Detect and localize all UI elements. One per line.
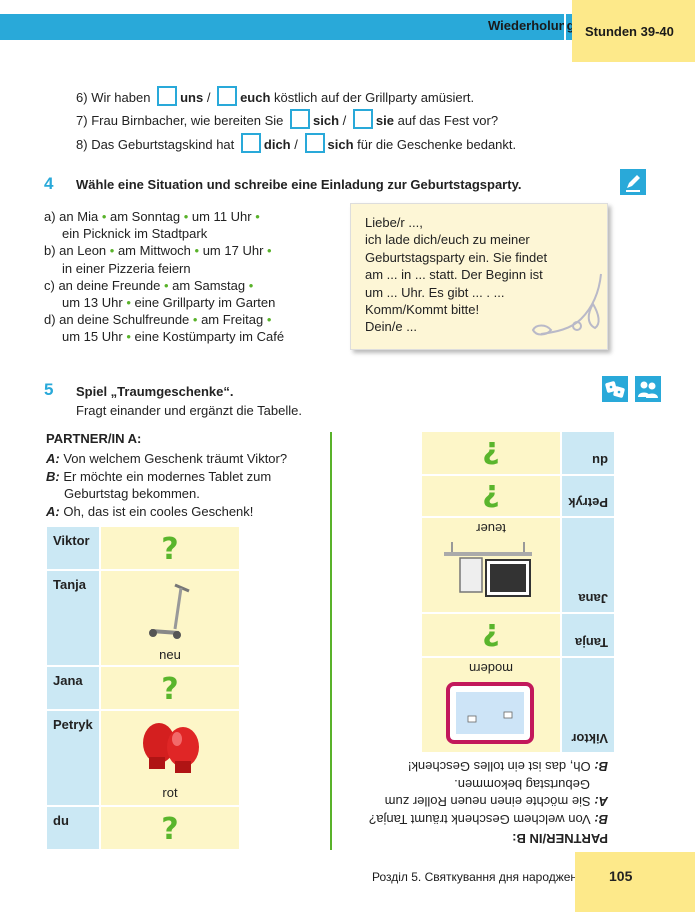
write-icon [620, 169, 646, 195]
invitation-letter: Liebe/r ..., ich lade dich/euch zu meine… [350, 203, 608, 350]
partner-b-table: Viktor modern Tanja ? Jana [422, 432, 614, 752]
caption: neu [159, 647, 181, 662]
partner-b-section: PARTNER/IN B: B: Von welchem Geschenk tr… [344, 432, 614, 850]
boxing-gloves-icon [143, 723, 199, 773]
table-row-content: ? [101, 527, 239, 571]
caption: teuer [476, 521, 506, 536]
partner-b-heading: PARTNER/IN B: [512, 831, 608, 846]
question-mark-icon: ? [161, 532, 179, 567]
footer-chapter: Розділ 5. Святкування дня народження [372, 870, 591, 884]
question-mark-icon: ? [482, 477, 500, 512]
caption: rot [162, 785, 178, 800]
exercise-5-title: Spiel „Traumgeschenke“. [76, 384, 234, 399]
page-number: 105 [609, 868, 633, 884]
header-section: Wiederholung [488, 18, 575, 33]
ornament-icon [531, 273, 602, 336]
pair-work-icon [635, 376, 661, 402]
partner-a-table: Viktor ? Tanja neu Jana ? Petryk [47, 527, 239, 849]
exercise-5-subtitle: Fragt einander und ergänzt die Tabelle. [76, 403, 302, 418]
question-mark-icon: ? [482, 434, 500, 469]
question-mark-icon: ? [161, 672, 179, 707]
exercise-item: 7) Frau Birnbacher, wie bereiten Sie sic… [76, 109, 498, 129]
dice-icon [602, 376, 628, 402]
exercise-item: 8) Das Geburtstagskind hat dich / sich f… [76, 133, 516, 153]
scooter-icon [149, 583, 190, 639]
question-mark-icon: ? [482, 616, 500, 651]
question-mark-icon: ? [161, 812, 179, 847]
header-bar: Wiederholung Stunden 39-40 [0, 0, 695, 62]
caption: modern [468, 661, 514, 676]
answer-box[interactable] [290, 109, 311, 129]
computer-icon [444, 542, 532, 597]
answer-box[interactable] [157, 86, 178, 106]
exercise-5-number: 5 [44, 380, 54, 399]
exercise-4-title: Wähle eine Situation und schreibe eine E… [76, 177, 522, 192]
partner-a-heading: PARTNER/IN A: [46, 431, 142, 446]
tablet-icon [446, 682, 534, 744]
answer-box[interactable] [352, 109, 373, 129]
partner-b-dialog: B: Von welchem Geschenk träumt Tanja? A:… [369, 759, 608, 828]
divider [330, 432, 332, 850]
answer-box[interactable] [304, 133, 325, 153]
situation-list: a) an Mia • am Sonntag • um 11 Uhr • ein… [44, 209, 285, 345]
answer-box[interactable] [240, 133, 261, 153]
exercise-item: 6) Wir haben uns / euch köstlich auf der… [76, 86, 474, 106]
footer-page-bg [575, 852, 695, 912]
header-lessons: Stunden 39-40 [585, 24, 674, 39]
table-row-name: Viktor [47, 527, 99, 571]
partner-a-dialog: A: Von welchem Geschenk träumt Viktor? B… [46, 451, 288, 519]
answer-box[interactable] [217, 86, 238, 106]
exercise-4-number: 4 [44, 174, 54, 193]
